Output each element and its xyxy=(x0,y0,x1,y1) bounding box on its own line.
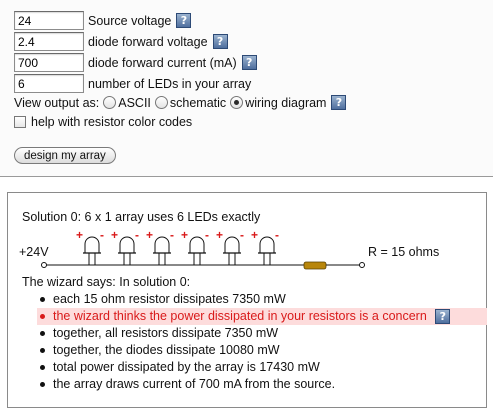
source-voltage-row: Source voltage ? xyxy=(14,11,192,30)
led-3: +- xyxy=(146,229,174,265)
led-4: +- xyxy=(181,229,209,265)
led-plus-mark: + xyxy=(76,229,83,242)
wizard-findings-list: each 15 ohm resistor dissipates 7350 mW … xyxy=(37,291,487,393)
led-body xyxy=(119,236,135,254)
view-output-label: View output as: xyxy=(14,95,100,110)
diode-voltage-help-icon[interactable]: ? xyxy=(212,34,228,49)
led-plus-mark: + xyxy=(216,229,223,242)
return-terminal xyxy=(359,262,365,268)
led-5: +- xyxy=(216,229,244,265)
wiring-diagram: +24V R = 15 ohms +-+-+-+-+-+- xyxy=(19,229,439,270)
radio-schematic[interactable] xyxy=(154,96,168,109)
diode-current-help-icon[interactable]: ? xyxy=(241,55,257,70)
diode-current-label: diode forward current (mA) xyxy=(88,55,237,70)
led-2: +- xyxy=(111,229,139,265)
color-codes-label: help with resistor color codes xyxy=(31,114,193,129)
solution-title: Solution 0: 6 x 1 array uses 6 LEDs exac… xyxy=(22,210,261,224)
led-count-input[interactable] xyxy=(14,74,84,93)
radio-wiring-diagram[interactable] xyxy=(230,96,244,109)
led-minus-mark: - xyxy=(205,229,209,242)
led-plus-mark: + xyxy=(146,229,153,242)
source-voltage-label: Source voltage xyxy=(88,13,172,28)
led-body xyxy=(189,236,205,254)
led-chain: +-+-+-+-+-+- xyxy=(76,229,279,265)
led-count-row: number of LEDs in your array xyxy=(14,74,251,93)
led-minus-mark: - xyxy=(170,229,174,242)
source-voltage-help-icon[interactable]: ? xyxy=(176,13,192,28)
input-form-panel: Source voltage ? diode forward voltage ?… xyxy=(0,0,493,177)
led-minus-mark: - xyxy=(275,229,279,242)
led-plus-mark: + xyxy=(251,229,258,242)
led-minus-mark: - xyxy=(100,229,104,242)
radio-ascii-label: ASCII xyxy=(118,95,151,110)
supply-voltage-label: +24V xyxy=(19,245,49,259)
finding-power-warning: the wizard thinks the power dissipated i… xyxy=(37,308,487,325)
source-voltage-input[interactable] xyxy=(14,11,84,30)
resistor-value-label: R = 15 ohms xyxy=(368,245,439,259)
led-minus-mark: - xyxy=(135,229,139,242)
diode-voltage-label: diode forward voltage xyxy=(88,34,208,49)
resistor xyxy=(303,261,327,270)
results-panel: Solution 0: 6 x 1 array uses 6 LEDs exac… xyxy=(7,192,487,408)
led-body xyxy=(259,236,275,254)
led-plus-mark: + xyxy=(111,229,118,242)
led-body xyxy=(154,236,170,254)
color-codes-checkbox[interactable] xyxy=(14,115,26,128)
design-array-button[interactable]: design my array xyxy=(14,147,116,164)
led-body xyxy=(84,236,100,254)
diode-current-input[interactable] xyxy=(14,53,84,72)
supply-terminal xyxy=(41,262,47,268)
finding-total-resistors: together, all resistors dissipate 7350 m… xyxy=(40,325,487,342)
led-count-label: number of LEDs in your array xyxy=(88,76,252,91)
led-1: +- xyxy=(76,229,104,265)
led-plus-mark: + xyxy=(181,229,188,242)
finding-resistor-power: each 15 ohm resistor dissipates 7350 mW xyxy=(40,291,487,308)
finding-total-power: total power dissipated by the array is 1… xyxy=(40,359,487,376)
radio-ascii[interactable] xyxy=(103,96,117,109)
color-codes-row: help with resistor color codes xyxy=(14,112,192,131)
finding-total-diodes: together, the diodes dissipate 10080 mW xyxy=(40,342,487,359)
wizard-heading: The wizard says: In solution 0: xyxy=(22,275,191,289)
view-output-row: View output as: ASCII schematic wiring d… xyxy=(14,93,347,112)
view-output-help-icon[interactable]: ? xyxy=(331,95,347,110)
finding-current-draw: the array draws current of 700 mA from t… xyxy=(40,376,487,393)
led-body xyxy=(224,236,240,254)
finding-power-warning-text: the wizard thinks the power dissipated i… xyxy=(53,309,427,323)
diode-voltage-row: diode forward voltage ? xyxy=(14,32,228,51)
power-warning-help-icon[interactable]: ? xyxy=(435,309,451,324)
diode-current-row: diode forward current (mA) ? xyxy=(14,53,257,72)
diode-voltage-input[interactable] xyxy=(14,32,84,51)
radio-wiring-diagram-label: wiring diagram xyxy=(245,95,327,110)
led-6: +- xyxy=(251,229,279,265)
radio-schematic-label: schematic xyxy=(169,95,227,110)
led-minus-mark: - xyxy=(240,229,244,242)
